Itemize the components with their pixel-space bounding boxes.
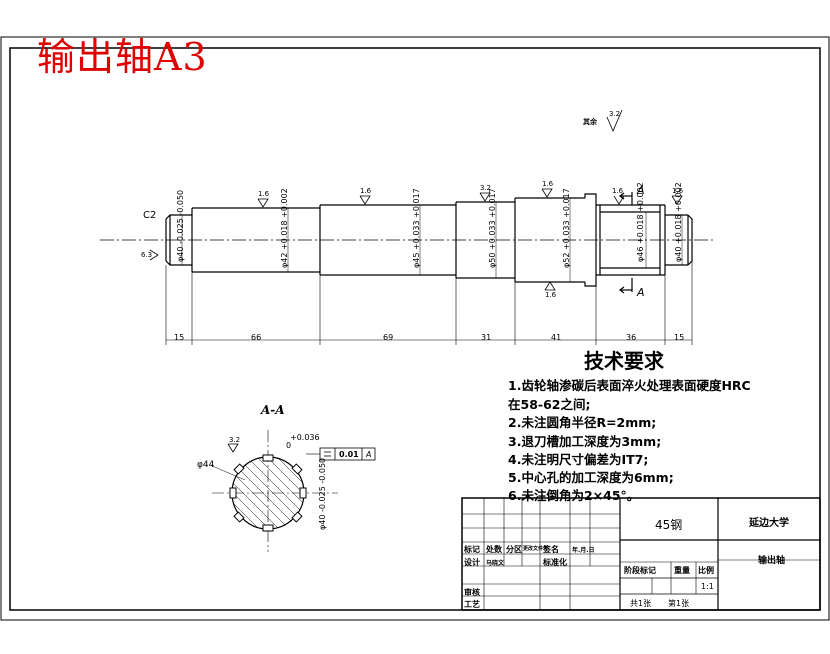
section-spline-diameter: φ40 -0.025 -0.050 (318, 457, 327, 530)
scale-value: 1:1 (701, 582, 714, 591)
roughness-value: 6.3 (141, 251, 153, 259)
diameter-label: φ40 -0.025 -0.050 (176, 189, 185, 262)
count-label: 处数 (486, 545, 502, 554)
date-label: 年.月.日 (572, 547, 595, 554)
tolerance-deviation-lower: 0 (286, 441, 292, 450)
review-label: 审核 (464, 588, 480, 597)
length-dim: 15 (174, 333, 185, 342)
tech-requirement-line: 5.中心孔的加工深度为6mm; (508, 470, 674, 485)
tolerance-frame-value: 0.01 (339, 450, 359, 459)
part-name: 输出轴 (758, 556, 786, 566)
diameter-dim-lines (181, 198, 683, 282)
roughness-symbols (149, 109, 683, 453)
partition-label: 分区 (506, 545, 522, 554)
diameter-label: φ50 +0.033 +0.017 (488, 188, 497, 268)
roughness-value: 1.6 (542, 180, 554, 188)
tolerance-deviation: +0.036 (290, 433, 320, 442)
design-label: 设计 (464, 558, 480, 567)
scale-label: 比例 (698, 566, 714, 575)
diameter-label: φ52 +0.033 +0.017 (562, 188, 571, 268)
roughness-value: 1.6 (545, 291, 557, 299)
length-dim: 31 (481, 333, 492, 342)
section-view-title: A-A (261, 403, 285, 417)
length-dim: 41 (551, 333, 562, 342)
drawing-title: 输出轴A3 (37, 35, 208, 79)
mark-label: 标记 (464, 545, 480, 554)
process-label: 工艺 (464, 600, 480, 609)
weight-label: 重量 (674, 566, 690, 575)
tech-requirement-line: 在58-62之间; (508, 397, 591, 412)
outer-frame (0, 36, 830, 621)
shaft-outline (165, 193, 693, 287)
length-dim: 66 (251, 333, 262, 342)
roughness-value: 1.6 (612, 187, 624, 195)
section-mark-top: A (637, 184, 645, 197)
sign-label: 签名 (543, 545, 559, 554)
section-diameter: φ44 (197, 460, 215, 470)
tech-requirement-line: 1.齿轮轴渗碳后表面淬火处理表面硬度HRC (508, 378, 751, 393)
change-doc-label: 更改文件号 (523, 546, 549, 552)
roughness-value: 1.6 (360, 187, 372, 195)
designer-name: 马晓文 (486, 560, 505, 567)
diameter-label: φ42 +0.018 +0.002 (280, 188, 289, 268)
roughness-value: 1.6 (258, 190, 270, 198)
length-dim: 36 (626, 333, 637, 342)
chamfer-label: C2 (143, 210, 157, 221)
title-block-grid (461, 497, 821, 611)
tolerance-frame-datum: A (366, 450, 372, 459)
section-mark-bottom: A (637, 286, 645, 299)
standardization-label: 标准化 (543, 558, 567, 567)
length-dim: 15 (674, 333, 685, 342)
section-markers (619, 192, 633, 294)
tech-requirement-line: 2.未注圆角半径R=2mm; (508, 415, 657, 430)
section-view (209, 430, 376, 552)
rest-roughness-value: 3.2 (609, 110, 621, 118)
tech-requirements-title: 技术要求 (584, 349, 664, 373)
diameter-label: φ45 +0.033 +0.017 (412, 188, 421, 268)
stage-label: 阶段标记 (624, 566, 656, 575)
sheet-number: 第1张 (668, 599, 690, 608)
tech-requirement-line: 6.未注倒角为2×45°。 (508, 488, 640, 503)
roughness-value: 1.6 (672, 187, 684, 195)
diameter-label: φ46 +0.018 +0.002 (636, 182, 645, 262)
diameter-label: φ40 +0.018 +0.002 (674, 182, 683, 262)
material-label: 45钢 (655, 518, 683, 532)
tech-requirement-line: 3.退刀槽加工深度为3mm; (508, 434, 662, 449)
sheet-total: 共1张 (630, 599, 652, 608)
roughness-value: 3.2 (480, 184, 492, 192)
rest-roughness-label: 其余 (583, 118, 597, 126)
tech-requirement-line: 4.未注明尺寸偏差为IT7; (508, 452, 649, 467)
inner-frame (9, 47, 821, 611)
length-dim: 69 (383, 333, 394, 342)
length-dimensions (165, 261, 693, 345)
section-roughness: 3.2 (229, 436, 241, 444)
school-label: 延边大学 (749, 518, 789, 529)
